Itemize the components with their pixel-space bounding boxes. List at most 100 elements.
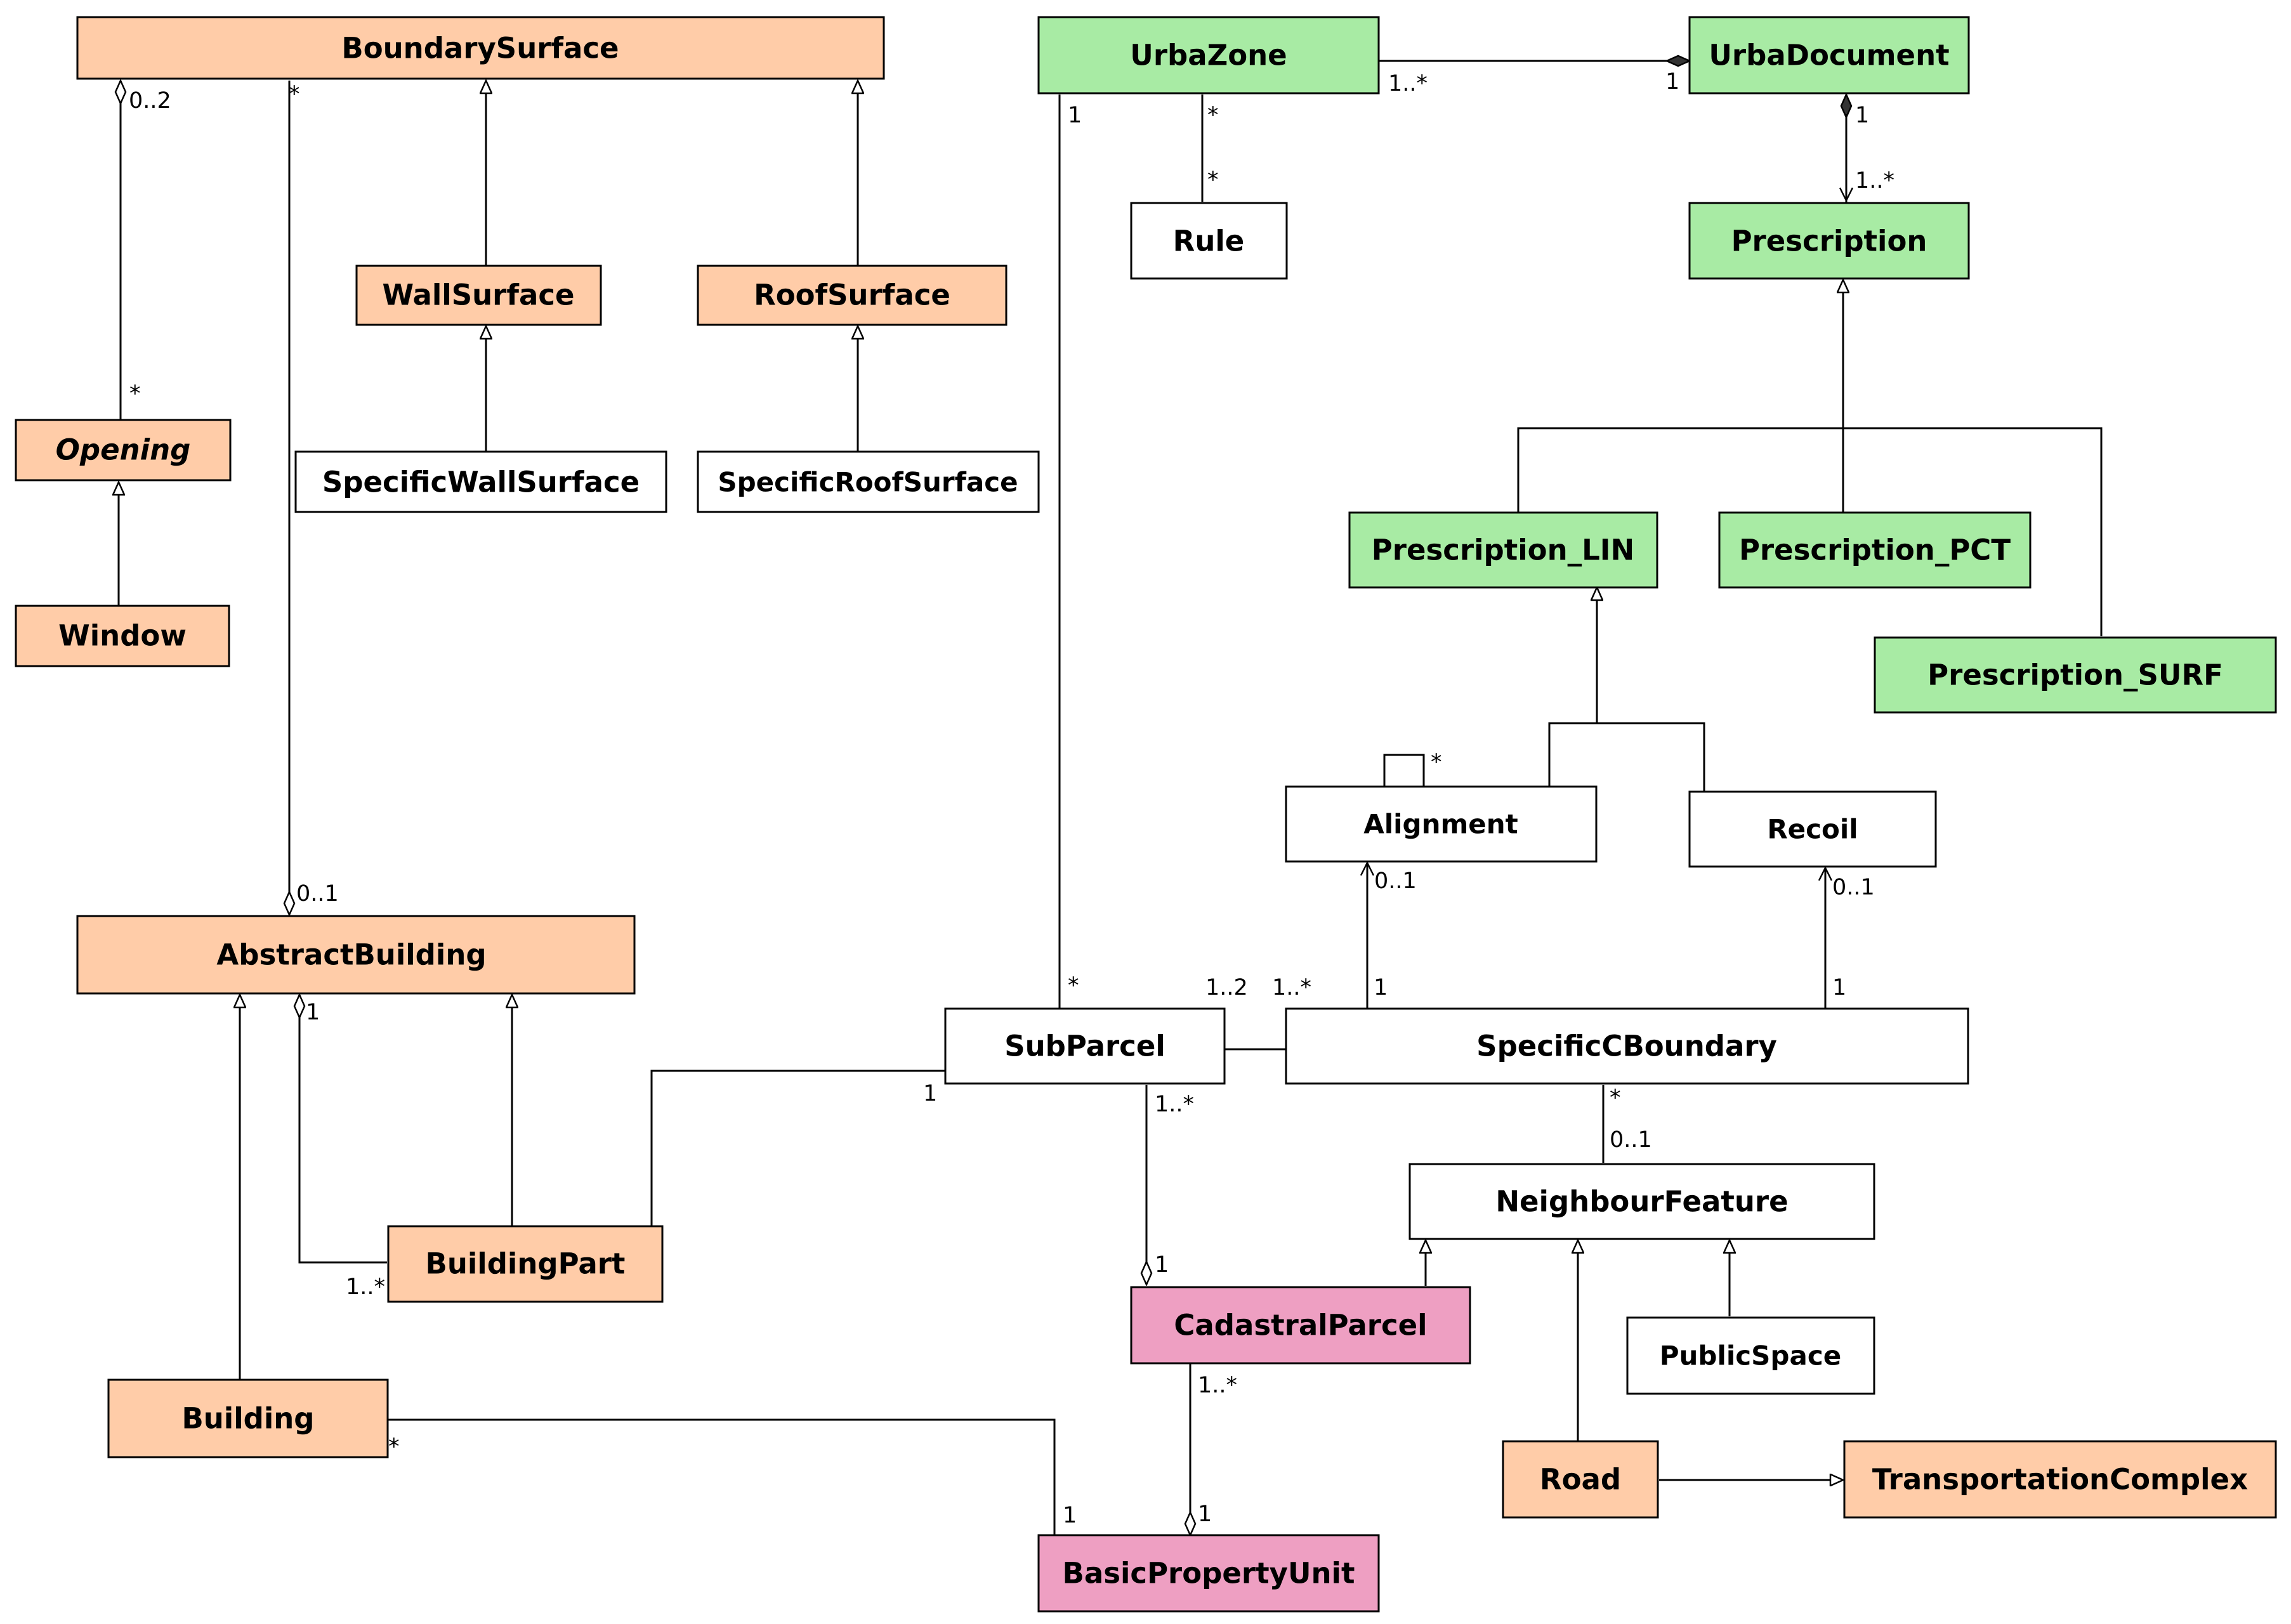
class-label: PublicSpace [1660, 1340, 1841, 1372]
class-recoil[interactable]: Recoil [1688, 790, 1937, 868]
class-label: Road [1540, 1463, 1621, 1496]
mult-urbazone-rule-src: * [1207, 103, 1219, 128]
class-window[interactable]: Window [15, 605, 230, 667]
mult-urbazone-doc-dst: 1 [1665, 69, 1679, 95]
class-box [1843, 1440, 2277, 1519]
mult-ab-part-src: 1 [306, 1000, 320, 1025]
mult-bs-abstract-src: * [289, 82, 300, 107]
class-box [697, 265, 1008, 326]
mult-bs-abstract-dst: 0..1 [296, 881, 339, 907]
class-box [15, 419, 232, 481]
class-box [1037, 1534, 1380, 1613]
class-box [1348, 511, 1658, 589]
class-building[interactable]: Building [107, 1378, 389, 1458]
class-prescription-surf[interactable]: Prescription_SURF [1874, 636, 2277, 714]
class-neighbour-feature[interactable]: NeighbourFeature [1408, 1163, 1875, 1240]
mult-boundary-neighbour-dst: 0..1 [1610, 1127, 1652, 1153]
mult-building-bpu-src: * [388, 1434, 400, 1460]
mult-urbazone-subparcel-dst: * [1068, 973, 1079, 999]
mult-subparcel-boundary-src: 1..2 [1205, 975, 1248, 1000]
classes: BoundarySurface WallSurface RoofSurface … [15, 16, 2277, 1613]
class-label: SpecificCBoundary [1476, 1030, 1777, 1063]
class-public-space[interactable]: PublicSpace [1626, 1316, 1875, 1395]
class-label: Window [58, 619, 187, 653]
mult-doc-prescription-src: 1 [1855, 103, 1869, 128]
class-label: SpecificWallSurface [322, 466, 640, 499]
class-label: SpecificRoofSurface [718, 467, 1018, 498]
assoc-building-basicpropertyunit [388, 1418, 1056, 1535]
mult-part-subparcel: 1 [923, 1081, 937, 1106]
mult-cadastral-bpu-src: 1..* [1198, 1373, 1237, 1398]
mult-urbazone-doc-src: 1..* [1388, 71, 1428, 96]
class-specific-c-boundary[interactable]: SpecificCBoundary [1285, 1007, 1969, 1085]
mult-boundary-recoil-dst: 0..1 [1832, 875, 1875, 900]
class-specific-roof-surface[interactable]: SpecificRoofSurface [697, 450, 1040, 513]
class-sub-parcel[interactable]: SubParcel [944, 1007, 1226, 1085]
class-label: NeighbourFeature [1495, 1185, 1788, 1219]
class-abstract-building[interactable]: AbstractBuilding [76, 915, 636, 995]
class-box [1688, 16, 1970, 95]
class-label: Prescription [1731, 225, 1927, 258]
class-road[interactable]: Road [1502, 1440, 1659, 1519]
class-box [1718, 511, 2032, 589]
class-box [1285, 785, 1598, 863]
class-alignment[interactable]: Alignment [1285, 785, 1598, 863]
mult-urbazone-subparcel-src: 1 [1068, 103, 1082, 128]
class-prescription-pct[interactable]: Prescription_PCT [1718, 511, 2032, 589]
class-box [1130, 202, 1288, 280]
class-label: Building [181, 1402, 314, 1436]
class-label: UrbaZone [1130, 39, 1287, 72]
mult-bs-opening-src: 0..2 [129, 88, 171, 114]
mult-alignment-self: * [1431, 750, 1442, 775]
mult-bs-opening-dst: * [129, 381, 141, 407]
class-label: BoundarySurface [341, 32, 619, 65]
class-label: Opening [56, 433, 191, 467]
class-box [1502, 1440, 1659, 1519]
class-box [387, 1225, 664, 1303]
class-box [1037, 16, 1380, 95]
class-box [1626, 1316, 1875, 1395]
class-rule[interactable]: Rule [1130, 202, 1288, 280]
class-transportation-complex[interactable]: TransportationComplex [1843, 1440, 2277, 1519]
class-specific-wall-surface[interactable]: SpecificWallSurface [294, 450, 667, 513]
class-label: UrbaDocument [1709, 39, 1949, 72]
class-box [1874, 636, 2277, 714]
mult-boundary-alignment-src: 1 [1374, 975, 1388, 1000]
class-prescription-lin[interactable]: Prescription_LIN [1348, 511, 1658, 589]
class-urba-zone[interactable]: UrbaZone [1037, 16, 1380, 95]
class-opening[interactable]: Opening [15, 419, 232, 481]
edges [119, 61, 2103, 1535]
class-box [944, 1007, 1226, 1085]
class-label: BuildingPart [426, 1247, 626, 1281]
mult-boundary-alignment-dst: 0..1 [1374, 868, 1417, 894]
mult-ab-part-dst: 1..* [346, 1274, 385, 1300]
class-building-part[interactable]: BuildingPart [387, 1225, 664, 1303]
mult-cadastral-bpu-dst: 1 [1198, 1502, 1212, 1527]
agg-buildingpart-abstractbuilding [299, 995, 387, 1264]
class-label: RoofSurface [754, 278, 950, 312]
class-box [76, 915, 636, 995]
class-box [1408, 1163, 1875, 1240]
class-prescription[interactable]: Prescription [1688, 202, 1970, 280]
class-box [107, 1378, 389, 1458]
class-boundary-surface[interactable]: BoundarySurface [76, 16, 885, 80]
class-box [76, 16, 885, 80]
class-label: AbstractBuilding [216, 938, 486, 972]
class-urba-document[interactable]: UrbaDocument [1688, 16, 1970, 95]
mult-boundary-neighbour-src: * [1610, 1085, 1621, 1111]
class-box [1285, 1007, 1969, 1085]
class-label: CadastralParcel [1174, 1309, 1427, 1342]
class-basic-property-unit[interactable]: BasicPropertyUnit [1037, 1534, 1380, 1613]
class-label: Prescription_LIN [1372, 534, 1634, 567]
mult-subparcel-cadastral-dst: 1 [1155, 1252, 1169, 1278]
class-label: SubParcel [1004, 1030, 1165, 1063]
class-label: TransportationComplex [1872, 1463, 2248, 1496]
mult-doc-prescription-dst: 1..* [1855, 168, 1894, 193]
class-wall-surface[interactable]: WallSurface [355, 265, 602, 326]
class-box [294, 450, 667, 513]
class-box [1688, 202, 1970, 280]
class-roof-surface[interactable]: RoofSurface [697, 265, 1008, 326]
class-cadastral-parcel[interactable]: CadastralParcel [1130, 1286, 1471, 1365]
class-box [1130, 1286, 1471, 1365]
